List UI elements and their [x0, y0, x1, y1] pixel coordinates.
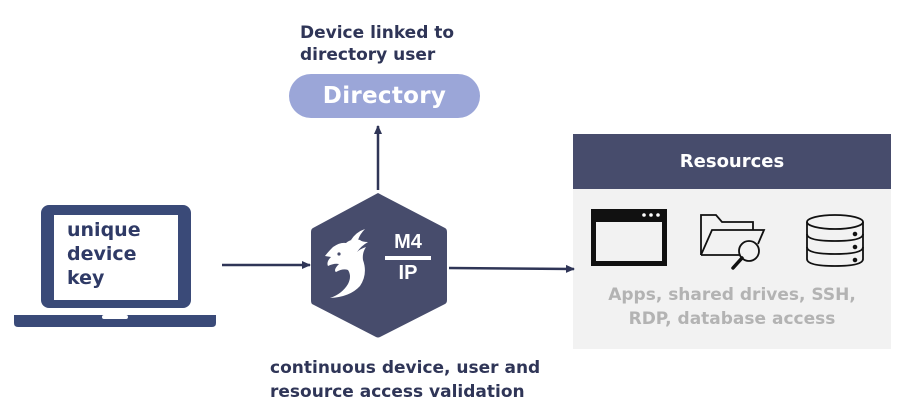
directory-caption: Device linked to directory user — [300, 22, 500, 66]
logo-divider — [385, 256, 431, 260]
validator-hexagon — [311, 193, 447, 338]
directory-caption-line2: directory user — [300, 45, 436, 65]
resources-caption-line2: RDP, database access — [628, 309, 836, 329]
logo-bottom-text: IP — [398, 262, 418, 284]
directory-node: Directory — [289, 74, 480, 118]
m4ip-logo: M4 IP — [383, 231, 433, 284]
resources-caption: Apps, shared drives, SSH, RDP, database … — [573, 283, 891, 331]
logo-top-text: M4 — [394, 231, 422, 253]
laptop-text-line3: key — [67, 267, 105, 289]
validation-caption-line1: continuous device, user and — [270, 358, 541, 378]
resources-title: Resources — [679, 151, 785, 172]
validation-caption: continuous device, user and resource acc… — [270, 356, 570, 404]
validation-caption-line2: resource access validation — [270, 382, 525, 402]
folder-search-icon — [700, 214, 766, 270]
laptop-icon — [14, 205, 216, 327]
laptop-text-line1: unique — [67, 219, 141, 241]
database-icon — [806, 214, 864, 267]
dragon-icon — [325, 229, 368, 298]
app-window-icon — [591, 209, 667, 266]
laptop-text-line2: device — [67, 243, 137, 265]
arrow-validator-to-resources — [448, 264, 575, 273]
resources-caption-line1: Apps, shared drives, SSH, — [608, 285, 856, 305]
laptop-screen-text: unique device key — [67, 218, 177, 290]
resources-header: Resources — [573, 134, 891, 189]
directory-caption-line1: Device linked to — [300, 23, 455, 43]
directory-label: Directory — [322, 83, 447, 109]
